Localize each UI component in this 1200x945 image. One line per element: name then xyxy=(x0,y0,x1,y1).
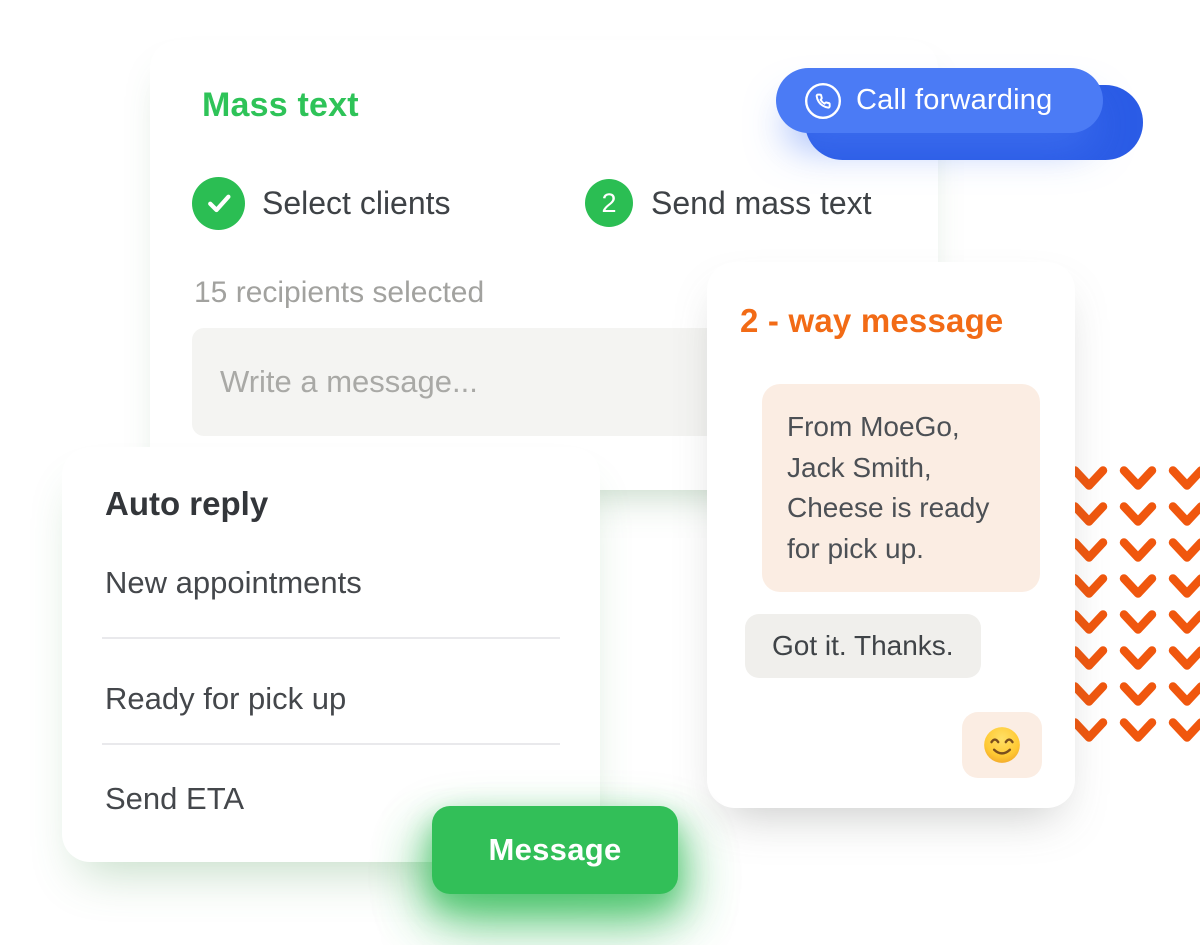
chevron-down-icon xyxy=(1070,502,1108,526)
chevron-down-icon xyxy=(1168,718,1200,742)
step-number-badge: 2 xyxy=(585,179,633,227)
call-forwarding-button[interactable]: Call forwarding xyxy=(776,68,1103,133)
step-complete-badge xyxy=(192,176,245,230)
chevron-down-icon xyxy=(1168,502,1200,526)
chevron-down-icon xyxy=(1119,682,1157,706)
message-button[interactable]: Message xyxy=(432,806,678,894)
auto-reply-item-new-appointments[interactable]: New appointments xyxy=(105,565,362,600)
chevron-down-icon xyxy=(1070,718,1108,742)
message-input-placeholder: Write a message... xyxy=(220,364,478,399)
chevron-down-icon xyxy=(1070,466,1108,490)
chevron-down-icon xyxy=(1070,646,1108,670)
chevron-down-icon xyxy=(1168,682,1200,706)
auto-reply-title: Auto reply xyxy=(105,485,269,522)
chevron-down-icon xyxy=(1119,466,1157,490)
chevron-down-icon xyxy=(1168,538,1200,562)
chevron-down-icon xyxy=(1168,610,1200,634)
chevron-down-icon xyxy=(1070,538,1108,562)
chevron-down-icon xyxy=(1119,502,1157,526)
auto-reply-card: Auto reply New appointments Ready for pi… xyxy=(62,447,600,862)
chevron-down-icon xyxy=(1119,574,1157,598)
auto-reply-item-ready-for-pick-up[interactable]: Ready for pick up xyxy=(105,681,347,716)
reply-message-bubble: Got it. Thanks. xyxy=(745,614,981,678)
step-send-mass-text: 2 Send mass text xyxy=(585,179,872,227)
phone-icon xyxy=(805,82,841,119)
call-forwarding-label: Call forwarding xyxy=(856,84,1053,116)
chevron-down-icon xyxy=(1070,574,1108,598)
smiling-face-emoji-icon xyxy=(984,727,1020,763)
recipients-count: 15 recipients selected xyxy=(194,276,485,309)
chevron-down-icon xyxy=(1168,466,1200,490)
step-label: Select clients xyxy=(262,184,451,221)
chevron-down-icon xyxy=(1168,574,1200,598)
chevron-pattern xyxy=(1070,466,1200,744)
divider xyxy=(102,743,560,745)
chevron-down-icon xyxy=(1070,610,1108,634)
two-way-message-card: 2 - way message From MoeGo, Jack Smith, … xyxy=(707,262,1075,808)
two-way-message-title: 2 - way message xyxy=(740,302,1004,339)
call-forwarding-button-group: Call forwarding xyxy=(776,68,1146,163)
check-icon xyxy=(207,194,230,213)
chevron-down-icon xyxy=(1119,610,1157,634)
step-label: Send mass text xyxy=(651,184,872,221)
step-select-clients: Select clients xyxy=(192,176,451,230)
emoji-message-bubble xyxy=(962,712,1042,778)
chevron-down-icon xyxy=(1119,646,1157,670)
auto-reply-item-send-eta[interactable]: Send ETA xyxy=(105,781,245,816)
chevron-down-icon xyxy=(1070,682,1108,706)
chevron-down-icon xyxy=(1119,718,1157,742)
chevron-down-icon xyxy=(1168,646,1200,670)
incoming-message-bubble: From MoeGo, Jack Smith, Cheese is ready … xyxy=(762,384,1040,593)
chevron-down-icon xyxy=(1119,538,1157,562)
mass-text-title: Mass text xyxy=(202,86,359,124)
divider xyxy=(102,637,560,639)
